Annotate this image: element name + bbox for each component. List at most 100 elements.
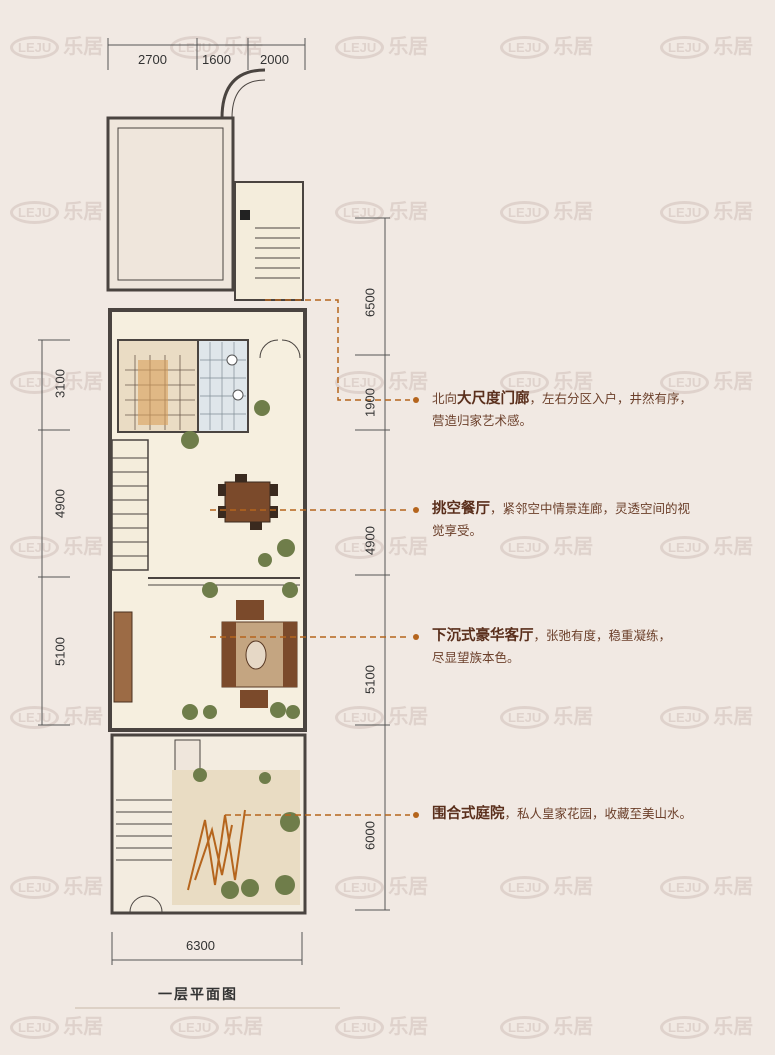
watermark-logo: LEJU: [335, 536, 385, 560]
callout-courtyard-text1: ，私人皇家花园，收藏至美山水。: [504, 806, 693, 821]
callout-courtyard-title: 围合式庭院: [432, 806, 505, 822]
dim-top-2: 1600: [202, 52, 231, 67]
living-sofa-set: [221, 600, 298, 708]
watermark-logo: LEJU: [335, 201, 385, 225]
interior-plants: [181, 400, 300, 720]
callout-porch-title: 大尺度门廊: [457, 391, 530, 407]
watermark-logo: LEJU: [170, 36, 220, 60]
porch-steps: [255, 227, 300, 279]
watermark-logo: LEJU: [660, 876, 710, 900]
dining-set: [218, 474, 278, 530]
interior-stairs: [111, 439, 149, 571]
watermark-logo: LEJU: [660, 706, 710, 730]
callout-courtyard: 围合式庭院，私人皇家花园，收藏至美山水。: [432, 803, 692, 825]
garden-trees: [193, 768, 300, 899]
watermark-logo: LEJU: [500, 706, 550, 730]
watermark-logo: LEJU: [500, 536, 550, 560]
garden-path: [187, 809, 246, 891]
callout-dining: 挑空餐厅，紧邻空中情景连廊，灵透空间的视 觉享受。: [432, 498, 690, 541]
watermark-text: 乐居: [63, 36, 104, 58]
callout-living-title: 下沉式豪华客厅: [432, 628, 534, 644]
watermark-text: 乐居: [713, 36, 754, 58]
dim-left-1: 3100: [52, 369, 68, 398]
callout-dining-text2: 觉享受。: [432, 523, 483, 538]
watermark-text: 乐居: [63, 201, 104, 223]
watermark-text: 乐居: [388, 876, 429, 898]
watermark-logo: LEJU: [500, 371, 550, 395]
watermark-text: 乐居: [713, 706, 754, 728]
plan-title: 一层平面图: [158, 987, 238, 1003]
bathroom: [197, 339, 249, 433]
watermark-text: 乐居: [713, 1016, 754, 1038]
dim-right-5: 6000: [362, 821, 378, 850]
watermark-text: 乐居: [553, 1016, 594, 1038]
watermark-text: 乐居: [223, 36, 264, 58]
watermark-logo: LEJU: [10, 371, 60, 395]
watermark-logo: LEJU: [335, 706, 385, 730]
watermark-text: 乐居: [388, 36, 429, 58]
watermark-text: 乐居: [713, 371, 754, 393]
entry-porch: [234, 181, 304, 301]
watermark-text: 乐居: [553, 201, 594, 223]
dim-right-2: 1900: [362, 388, 378, 417]
dim-left-3: 5100: [52, 637, 68, 666]
callout-markers: [413, 397, 419, 818]
watermark-logo: LEJU: [500, 876, 550, 900]
watermark-logo: LEJU: [500, 201, 550, 225]
watermark-text: 乐居: [553, 536, 594, 558]
callout-leaders: [210, 299, 410, 816]
dim-right-1: 6500: [362, 288, 378, 317]
watermark-logo: LEJU: [10, 36, 60, 60]
watermark-text: 乐居: [553, 371, 594, 393]
watermark-logo: LEJU: [660, 1016, 710, 1040]
callout-porch-text1: ，左右分区入户，井然有序，: [529, 391, 693, 406]
watermark-logo: LEJU: [500, 36, 550, 60]
right-dimension-line: [355, 217, 390, 911]
watermark-text: 乐居: [388, 371, 429, 393]
watermark-text: 乐居: [63, 536, 104, 558]
left-dimension-line: [38, 339, 70, 726]
callout-living: 下沉式豪华客厅，张弛有度，稳重凝练， 尽显望族本色。: [432, 625, 671, 668]
watermark-text: 乐居: [713, 536, 754, 558]
dim-bottom-1: 6300: [186, 938, 215, 953]
callout-porch-lead: 北向: [432, 391, 458, 406]
watermark-logo: LEJU: [660, 36, 710, 60]
dim-right-3: 4900: [362, 526, 378, 555]
watermark-logo: LEJU: [660, 536, 710, 560]
watermark-text: 乐居: [713, 201, 754, 223]
watermark-logo: LEJU: [335, 876, 385, 900]
watermark-text: 乐居: [713, 876, 754, 898]
dim-top-1: 2700: [138, 52, 167, 67]
watermark-text: 乐居: [553, 876, 594, 898]
watermark-logo: LEJU: [660, 201, 710, 225]
watermark-text: 乐居: [63, 876, 104, 898]
watermark-text: 乐居: [388, 536, 429, 558]
courtyard-steps: [116, 799, 172, 861]
watermark-text: 乐居: [388, 201, 429, 223]
watermark-text: 乐居: [553, 36, 594, 58]
watermark-logo: LEJU: [10, 201, 60, 225]
callout-living-text2: 尽显望族本色。: [432, 650, 520, 665]
